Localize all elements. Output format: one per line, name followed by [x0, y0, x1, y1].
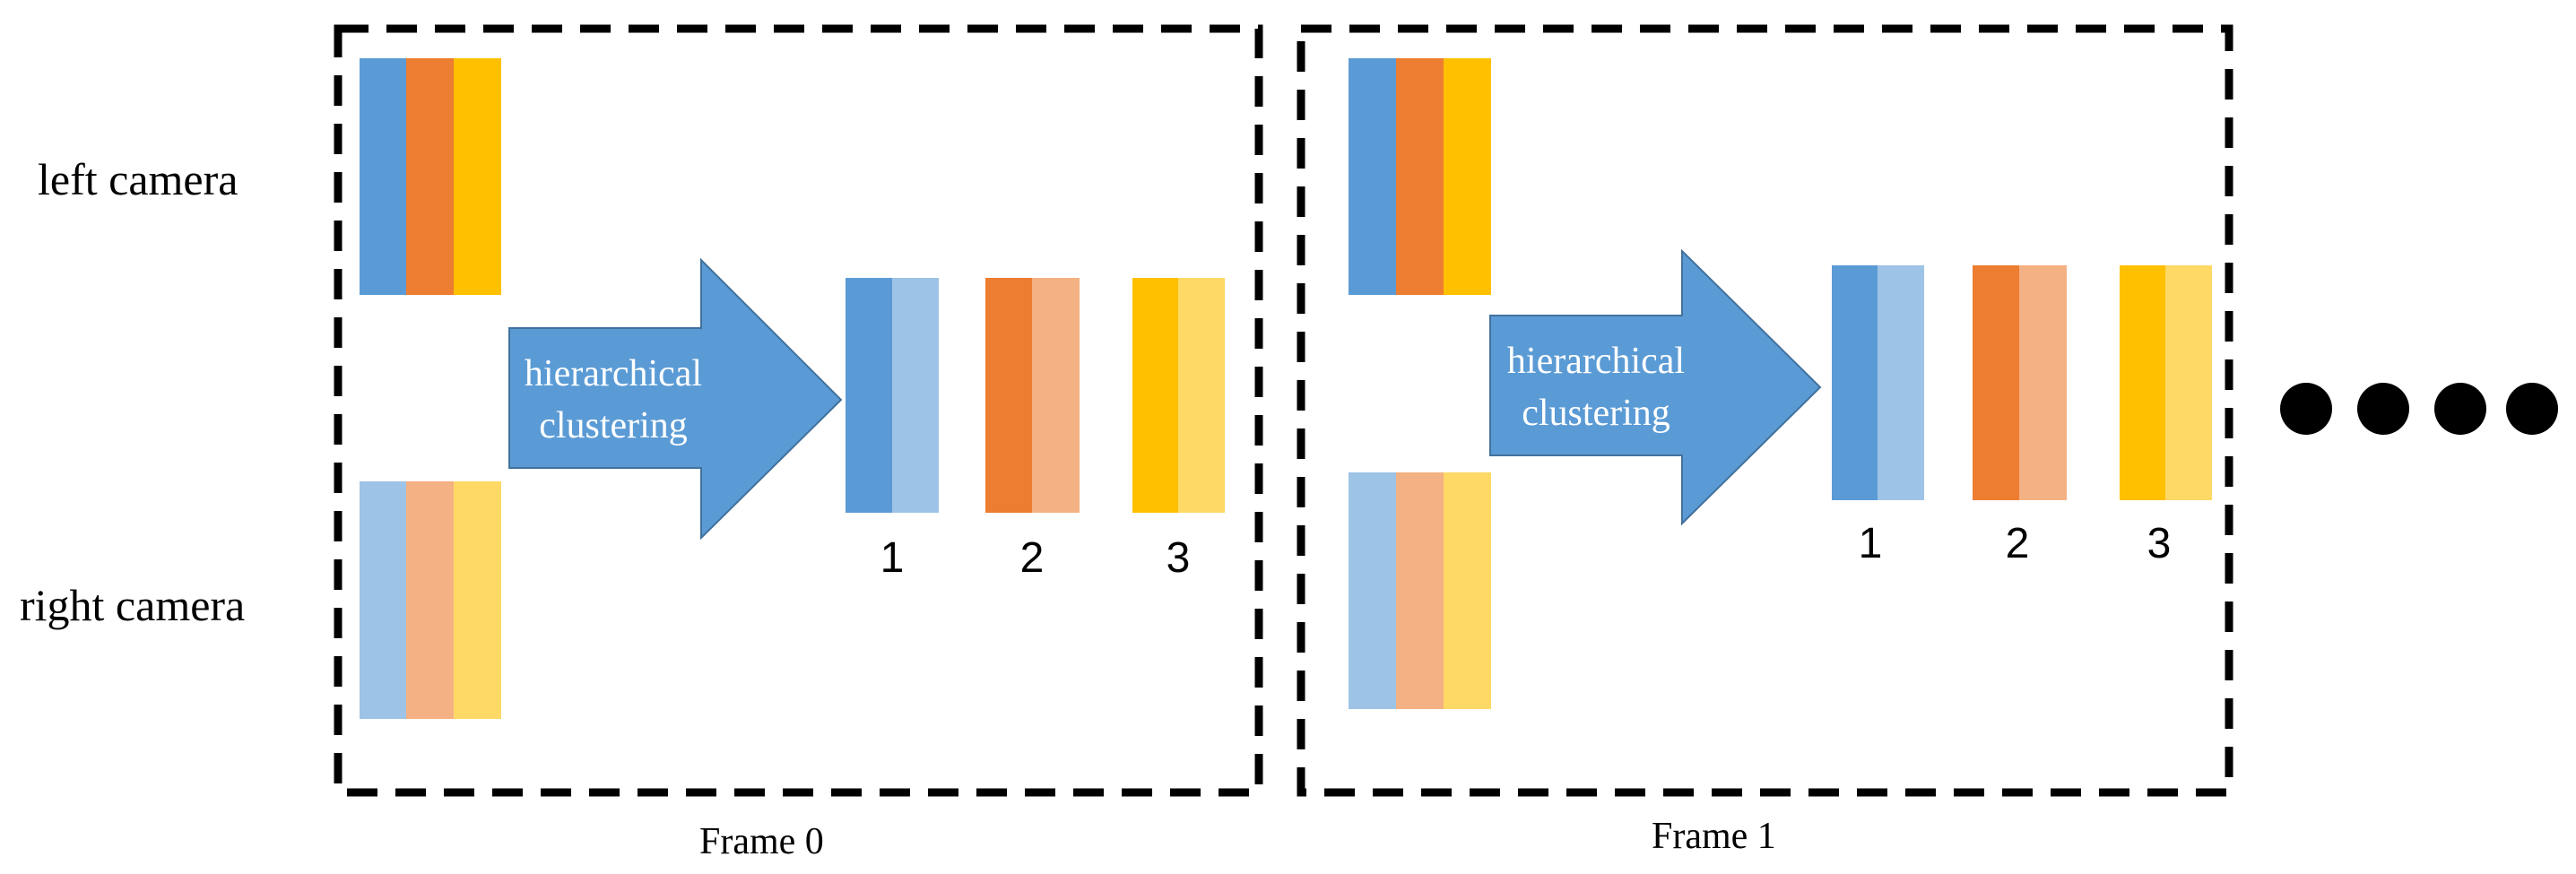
dots-icon: [2280, 383, 2558, 435]
frame-1-right-camera-stack: [1349, 472, 1491, 709]
stack-bar-light-yellow: [454, 481, 501, 719]
right-camera-label: right camera: [20, 580, 246, 630]
frame-0-border: [334, 24, 1263, 797]
cluster-2: [985, 278, 1080, 513]
stack-bar-light-blue: [1349, 472, 1396, 709]
frame-0-right-camera-stack: [360, 481, 501, 719]
frame-1-arrow-line2: clustering: [1522, 393, 1670, 434]
frame-0-left-camera-stack: [360, 58, 501, 295]
stack-bar-light-orange: [406, 481, 454, 719]
stack-bar-light-blue: [360, 481, 406, 719]
frame-0-cluster-label-2: 2: [1020, 534, 1045, 582]
frame-0-clustering-arrow: hierarchical clustering: [508, 257, 843, 541]
frame-1-cluster-label-1: 1: [1859, 520, 1883, 567]
stack-bar-blue: [1349, 58, 1396, 295]
cluster-3: [1132, 278, 1225, 513]
cluster-1: [1832, 265, 1924, 500]
frame-1-clustering-arrow: hierarchical clustering: [1489, 248, 1822, 526]
frame-1-clusters: 1 2 3: [1832, 265, 2212, 567]
cluster-2: [1973, 265, 2067, 500]
stack-bar-yellow: [454, 58, 501, 295]
stack-bar-light-yellow: [1444, 472, 1491, 709]
frame-1-arrow-line1: hierarchical: [1507, 341, 1685, 382]
frame-1-border: [1297, 24, 2233, 797]
left-camera-label: left camera: [38, 154, 239, 204]
frame-0-arrow-line2: clustering: [539, 405, 688, 446]
cluster-1: [846, 278, 939, 513]
stack-bar-light-orange: [1396, 472, 1444, 709]
frame-0-caption: Frame 0: [699, 821, 824, 862]
stack-bar-orange: [1396, 58, 1444, 295]
stack-bar-blue: [360, 58, 406, 295]
cluster-3: [2120, 265, 2212, 500]
stack-bar-yellow: [1444, 58, 1491, 295]
frame-0-clusters: 1 2 3: [846, 278, 1225, 582]
frame-1-cluster-label-2: 2: [2006, 520, 2030, 567]
frame-0-arrow-line1: hierarchical: [525, 353, 702, 394]
frame-1-cluster-label-3: 3: [2147, 520, 2172, 567]
frame-0-cluster-label-1: 1: [880, 534, 905, 582]
frame-1-caption: Frame 1: [1652, 816, 1776, 857]
frame-0-cluster-label-3: 3: [1167, 534, 1191, 582]
stack-bar-orange: [406, 58, 454, 295]
frame-1-left-camera-stack: [1349, 58, 1491, 295]
